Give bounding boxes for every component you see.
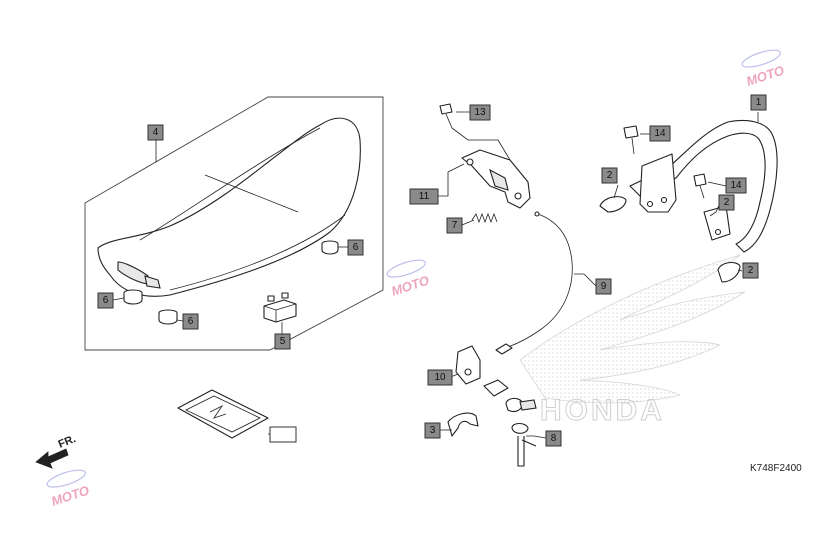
seat-lock-spring xyxy=(471,212,498,224)
callout-13: 13 xyxy=(469,104,491,121)
svg-text:2: 2 xyxy=(724,197,730,208)
callout-6: 6 xyxy=(347,239,364,256)
honda-wing-watermark: HONDA xyxy=(519,254,746,428)
moto-watermark-1: MOTO xyxy=(741,49,786,89)
callout-6: 6 xyxy=(182,313,199,330)
seat-lock-cable xyxy=(495,211,573,355)
callout-blank xyxy=(269,426,297,443)
grab-rail xyxy=(629,119,778,253)
fr-label: FR. xyxy=(57,433,78,451)
svg-text:1: 1 xyxy=(756,97,762,108)
seat-cushion-rubber-1 xyxy=(321,240,339,255)
seat-lock-assembly xyxy=(439,103,531,209)
svg-text:2: 2 xyxy=(748,265,754,276)
svg-text:9: 9 xyxy=(601,281,607,292)
owners-manual-bag xyxy=(177,389,269,439)
key-lock-holder xyxy=(447,412,479,437)
seat-damper-part xyxy=(263,292,297,323)
svg-text:8: 8 xyxy=(551,433,557,444)
svg-text:4: 4 xyxy=(153,127,159,138)
moto-watermark-3: MOTO xyxy=(46,469,91,509)
svg-text:5: 5 xyxy=(280,336,286,347)
svg-text:6: 6 xyxy=(103,295,109,306)
key-lock-set xyxy=(483,379,537,467)
reference-code: K748F2400 xyxy=(750,463,802,474)
svg-text:10: 10 xyxy=(434,372,446,383)
front-direction-arrow: FR. xyxy=(35,433,78,469)
seat-group-box xyxy=(84,96,384,351)
svg-text:7: 7 xyxy=(452,220,458,231)
grab-rail-cap-2 xyxy=(717,261,741,283)
callout-2: 2 xyxy=(742,262,759,279)
callout-14: 14 xyxy=(725,177,747,194)
grab-rail-bolt-2 xyxy=(693,173,707,199)
callout-10: 10 xyxy=(427,369,453,386)
callout-14: 14 xyxy=(649,125,671,142)
callout-2: 2 xyxy=(601,167,618,184)
callout-9: 9 xyxy=(595,278,612,295)
callout-3: 3 xyxy=(424,422,441,439)
svg-text:14: 14 xyxy=(654,128,666,139)
svg-text:13: 13 xyxy=(474,107,486,118)
callout-7: 7 xyxy=(446,217,463,234)
svg-text:14: 14 xyxy=(730,180,742,191)
cable-clamp xyxy=(455,345,481,385)
seat-cushion-rubber-3 xyxy=(158,309,178,325)
svg-text:2: 2 xyxy=(607,170,613,181)
grab-rail-bolt-1 xyxy=(623,125,639,155)
callout-8: 8 xyxy=(545,430,562,447)
callout-5: 5 xyxy=(274,333,291,350)
seat-part xyxy=(97,117,361,297)
honda-brand-text: HONDA xyxy=(540,394,665,427)
callout-6: 6 xyxy=(97,292,114,309)
svg-text:6: 6 xyxy=(353,242,359,253)
callout-11: 11 xyxy=(409,188,439,205)
svg-text:11: 11 xyxy=(419,191,430,202)
callout-2: 2 xyxy=(718,194,735,211)
moto-watermark-2: MOTO xyxy=(386,259,431,299)
svg-text:3: 3 xyxy=(430,425,436,436)
grab-rail-cap-1 xyxy=(599,196,627,213)
callout-1: 1 xyxy=(750,94,767,111)
svg-text:6: 6 xyxy=(188,316,194,327)
leader-lines xyxy=(112,111,759,439)
seat-cushion-rubber-2 xyxy=(123,289,143,305)
callout-4: 4 xyxy=(147,124,164,141)
